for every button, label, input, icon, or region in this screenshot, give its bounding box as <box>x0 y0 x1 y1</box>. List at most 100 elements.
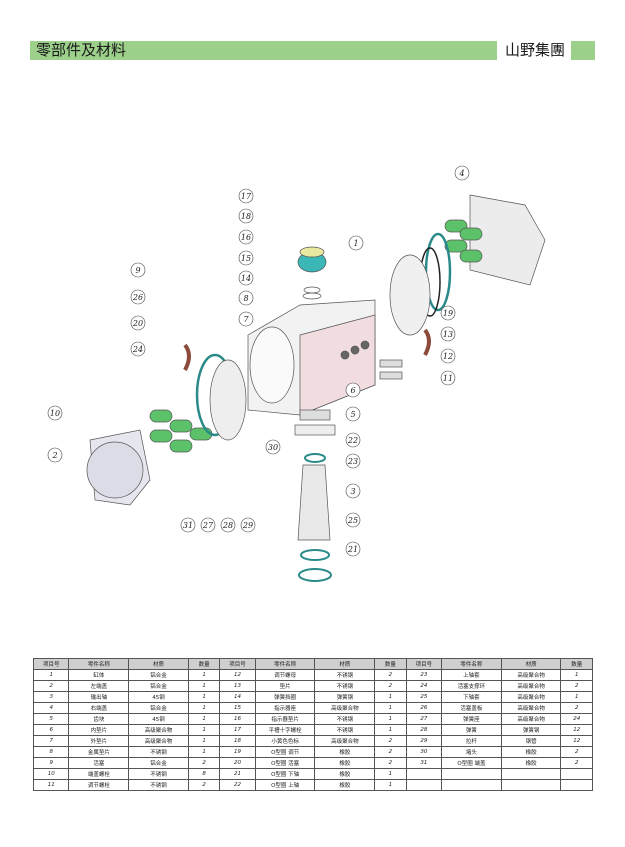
callout-2: 2 <box>47 447 63 463</box>
material: 高级聚合物 <box>500 669 562 681</box>
material: 橡胶 <box>500 757 562 769</box>
column-header: 项目号 <box>219 658 256 670</box>
callout-circle <box>440 370 456 386</box>
part-name: 上轴套 <box>441 669 502 681</box>
callout-number: 20 <box>132 319 143 328</box>
callout-number: 31 <box>183 521 193 530</box>
item-number: 14 <box>219 691 256 703</box>
item-number: 3 <box>32 691 70 703</box>
part-name: 活塞 <box>68 757 130 769</box>
callout-circle <box>180 517 196 533</box>
quantity: 1 <box>187 713 221 725</box>
part-name: 弹簧 <box>441 724 502 736</box>
item-number: 31 <box>405 757 443 769</box>
callout-14: 14 <box>238 270 254 286</box>
callout-circle <box>47 447 63 463</box>
callout-circle <box>238 311 254 327</box>
part-name: 弹簧座 <box>441 713 502 725</box>
quantity: 1 <box>374 768 407 780</box>
quantity: 1 <box>560 691 593 703</box>
item-number: 7 <box>32 735 70 747</box>
item-number: 23 <box>405 669 443 681</box>
material <box>500 779 562 791</box>
quantity <box>560 768 593 780</box>
material: 不锈钢 <box>128 768 189 780</box>
callout-number: 6 <box>350 386 355 395</box>
callout-circle <box>240 517 256 533</box>
callout-number: 28 <box>222 521 233 530</box>
callout-circle <box>130 341 146 357</box>
callout-circle <box>238 270 254 286</box>
column-header: 零件名称 <box>254 658 316 670</box>
callout-number: 21 <box>347 545 358 554</box>
right-end-cap <box>469 194 546 286</box>
column-header: 材质 <box>314 658 376 670</box>
item-number: 12 <box>219 669 256 681</box>
item-number: 5 <box>32 713 70 725</box>
callout-6: 6 <box>345 382 361 398</box>
callout-number: 18 <box>241 212 251 221</box>
part-name: O型圈 上轴 <box>254 779 316 791</box>
part-name: 调节螺栓 <box>68 779 130 791</box>
quantity: 1 <box>374 702 407 714</box>
callout-circle <box>238 188 254 204</box>
callout-circle <box>454 165 470 181</box>
material: 45钢 <box>128 713 189 725</box>
callout-circle <box>440 326 456 342</box>
quantity: 1 <box>374 691 407 703</box>
item-number: 11 <box>32 779 70 791</box>
callout-number: 2 <box>51 451 57 460</box>
material: 铝合金 <box>128 669 189 681</box>
part-name: 活塞盖板 <box>441 702 502 714</box>
callout-17: 17 <box>238 188 254 204</box>
part-name: O型圈 端盖 <box>441 757 502 769</box>
part-name: 缸体 <box>68 669 130 681</box>
table-header-row: 项目号零件名称材质数量项目号零件名称材质数量项目号零件名称材质数量 <box>32 658 593 670</box>
column-header: 材质 <box>128 658 189 670</box>
material: 45钢 <box>128 691 189 703</box>
callout-4: 4 <box>454 165 470 181</box>
callout-circle <box>345 483 361 499</box>
quantity: 2 <box>374 757 407 769</box>
part-name: 外垫片 <box>68 735 130 747</box>
quantity: 1 <box>560 669 593 681</box>
material: 高级聚合物 <box>128 735 189 747</box>
callout-circle <box>238 290 254 306</box>
quantity: 1 <box>374 713 407 725</box>
material: 高级聚合物 <box>314 702 376 714</box>
item-number: 28 <box>405 724 443 736</box>
callout-circle <box>130 262 146 278</box>
quantity: 1 <box>187 724 221 736</box>
quantity: 8 <box>187 768 221 780</box>
callout-1: 1 <box>348 235 364 251</box>
callout-number: 15 <box>241 254 251 263</box>
header-bar <box>30 41 497 60</box>
part-name: 金属垫片 <box>68 746 130 758</box>
callout-18: 18 <box>238 208 254 224</box>
callout-number: 26 <box>132 293 143 302</box>
callout-circle <box>238 250 254 266</box>
item-number: 21 <box>219 768 256 780</box>
material: 不锈钢 <box>314 669 376 681</box>
item-number: 1 <box>32 669 70 681</box>
material: 铝合金 <box>128 702 189 714</box>
item-number: 22 <box>219 779 256 791</box>
item-number: 15 <box>219 702 256 714</box>
exploded-view-diagram: 1234567891011121314151617181920212223242… <box>47 165 546 582</box>
material: 高级聚合物 <box>500 691 562 703</box>
part-name <box>441 768 502 780</box>
callout-number: 17 <box>241 192 252 201</box>
material: 铝合金 <box>128 680 189 692</box>
quantity: 12 <box>560 724 593 736</box>
part-name: 调节螺母 <box>254 669 316 681</box>
output-shaft <box>297 464 331 541</box>
quantity: 12 <box>560 735 593 747</box>
material: 钢管 <box>500 735 562 747</box>
column-header: 项目号 <box>32 658 70 670</box>
